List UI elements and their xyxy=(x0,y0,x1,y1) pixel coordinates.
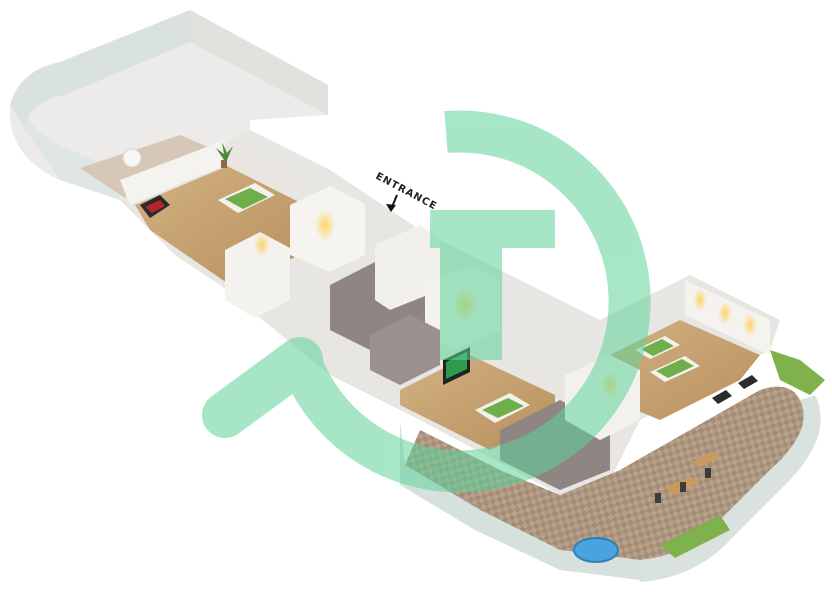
bed-1 xyxy=(218,183,275,213)
round-table-icon xyxy=(122,148,142,168)
plant-icon xyxy=(216,142,233,168)
bed-3a xyxy=(635,336,680,359)
bed-3b xyxy=(650,356,700,382)
entrance-arrow-icon xyxy=(386,194,398,212)
lounge-chair-icon xyxy=(712,375,758,404)
pool xyxy=(573,537,619,563)
dining-set-icon xyxy=(655,452,720,503)
right-terrace xyxy=(400,350,825,582)
bed-2 xyxy=(475,393,530,423)
magnifier-logo-icon xyxy=(202,110,651,493)
armchair-icon xyxy=(140,195,170,218)
closet-block xyxy=(225,186,365,318)
